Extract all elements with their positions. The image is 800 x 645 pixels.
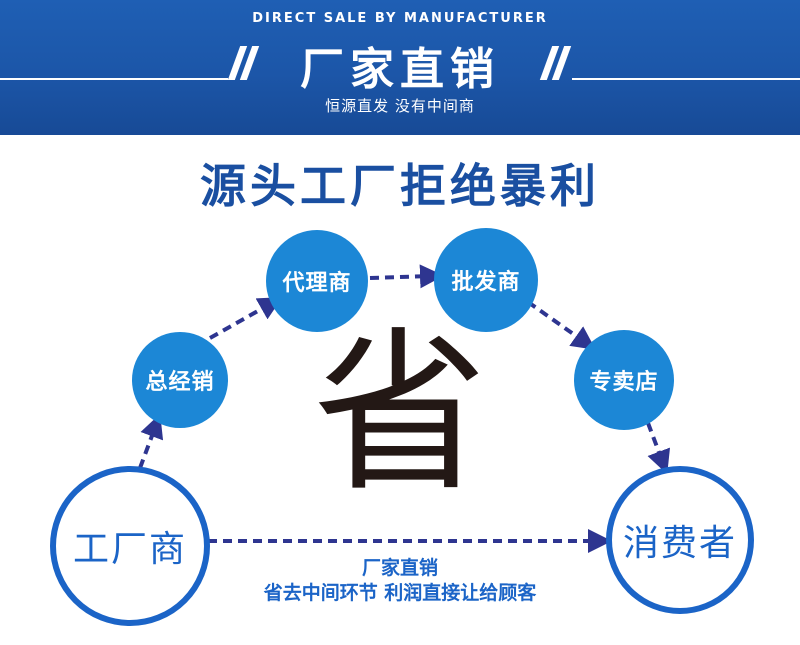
arrow-agent-to-wholesaler	[369, 264, 444, 289]
arrow-factory-to-distributor	[138, 413, 164, 469]
node-store: 专卖店	[574, 330, 674, 430]
save-character: 省	[312, 313, 488, 516]
banner-subtitle-cn: 恒源直发 没有中间商	[325, 97, 475, 115]
header-banner: DIRECT SALE BY MANUFACTURER 厂家直销 恒源直发 没有…	[0, 0, 800, 135]
banner-subtitle-en: DIRECT SALE BY MANUFACTURER	[252, 11, 548, 26]
banner-divider-right	[572, 78, 800, 80]
node-consumer: 消费者	[606, 466, 754, 614]
node-agent: 代理商	[266, 230, 368, 332]
headline: 源头工厂拒绝暴利	[200, 159, 600, 213]
footer-line-1: 厂家直销	[361, 557, 438, 579]
footer-line-2: 省去中间环节 利润直接让给顾客	[263, 582, 537, 604]
node-wholesaler: 批发商	[434, 228, 538, 332]
banner-title: 厂家直销	[300, 44, 500, 95]
arrow-wholesaler-to-store	[526, 300, 596, 350]
arrow-store-to-consumer	[646, 422, 671, 475]
arrow-distributor-to-agent	[209, 297, 283, 340]
banner-divider-left	[0, 78, 228, 80]
node-distributor: 总经销	[132, 332, 228, 428]
node-factory: 工厂商	[50, 466, 210, 626]
